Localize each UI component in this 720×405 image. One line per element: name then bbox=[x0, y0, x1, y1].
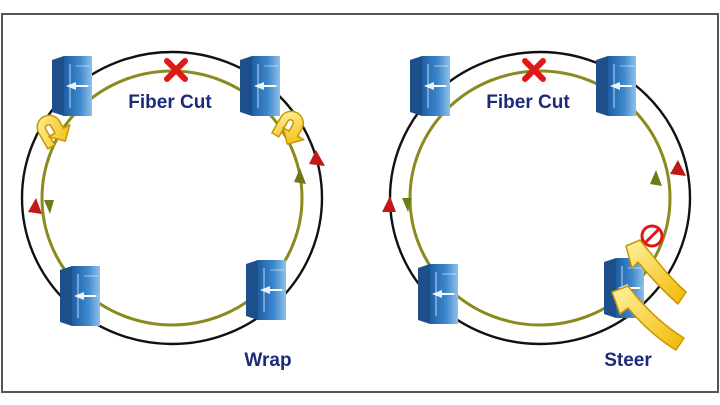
network-switch-icon bbox=[59, 265, 101, 327]
fault-label: Fiber Cut bbox=[128, 92, 212, 113]
no-entry-icon bbox=[640, 224, 664, 248]
ring-direction-arrow bbox=[44, 200, 54, 214]
ring-direction-arrow bbox=[650, 170, 662, 186]
mode-label: Steer bbox=[604, 350, 652, 371]
redirect-arrow-icon bbox=[611, 285, 685, 351]
ring-direction-arrow bbox=[294, 168, 306, 184]
wrap-panel: Fiber Cut Wrap bbox=[20, 50, 325, 371]
ring-direction-arrow bbox=[309, 150, 325, 166]
network-switch-icon bbox=[595, 55, 637, 117]
outer-ring bbox=[20, 50, 324, 346]
fault-label: Fiber Cut bbox=[486, 92, 570, 113]
ring-direction-arrow bbox=[670, 160, 686, 176]
network-switch-icon bbox=[409, 55, 451, 117]
network-switch-icon bbox=[417, 263, 459, 325]
network-switch-icon bbox=[245, 259, 287, 321]
network-switch-icon bbox=[239, 55, 281, 117]
network-switch-icon bbox=[51, 55, 93, 117]
ring-direction-arrow bbox=[28, 198, 42, 214]
steer-panel: Fiber Cut Steer bbox=[382, 50, 692, 371]
redirect-arrow-icon bbox=[625, 239, 687, 305]
ring-direction-arrow bbox=[402, 198, 412, 212]
ring-direction-arrow bbox=[382, 196, 396, 212]
mode-label: Wrap bbox=[244, 350, 291, 371]
